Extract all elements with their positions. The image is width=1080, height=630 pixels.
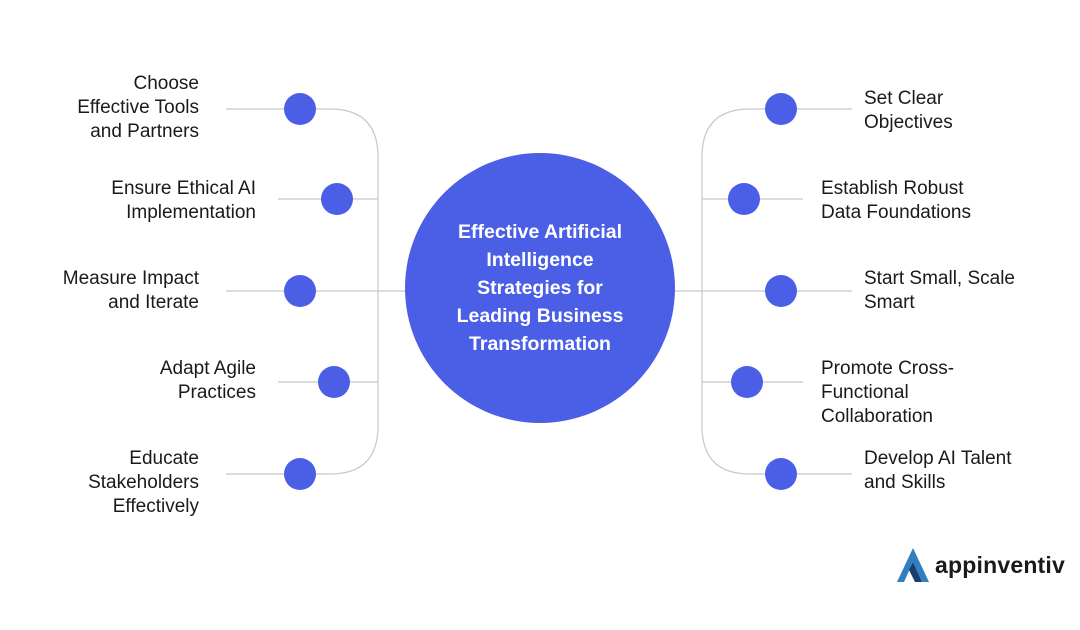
logo-wordmark: appinventiv [935,551,1066,578]
right-node-dot-1 [765,93,797,125]
left-item-label-2: Ensure Ethical AI Implementation [111,177,256,225]
left-item-label-1: Choose Effective Tools and Partners [77,72,199,144]
label-line: Collaboration [821,406,933,427]
right-node-dot-5 [765,458,797,490]
label-line: Promote Cross- [821,358,955,379]
label-line: and Skills [864,472,946,493]
label-line: Establish Robust [821,178,964,199]
left-node-dot-2 [321,183,353,215]
left-node-dot-3 [284,275,316,307]
right-item-label-5: Develop AI Talent and Skills [864,447,1012,495]
right-node-dot-3 [765,275,797,307]
label-line: and Partners [90,121,199,142]
label-line: Practices [177,382,256,403]
appinventiv-logo-mark-icon [897,548,929,582]
right-node-dot-2 [728,183,760,215]
label-line: Start Small, Scale [864,268,1015,289]
center-title-line: Leading Business [456,305,624,327]
label-line: Data Foundations [821,202,971,223]
right-node-dot-4 [731,366,763,398]
left-node-dot-1 [284,93,316,125]
label-line: Stakeholders [88,472,199,493]
center-title: Effective Artificial Intelligence Strate… [435,218,645,358]
label-line: Effectively [112,496,199,517]
center-node: Effective Artificial Intelligence Strate… [405,153,675,423]
right-item-label-3: Start Small, Scale Smart [864,267,1015,315]
right-item-label-1: Set Clear Objectives [864,87,953,135]
left-node-dot-4 [318,366,350,398]
label-line: Adapt Agile [159,358,256,379]
label-line: Functional [821,382,909,403]
appinventiv-logo: appinventiv [895,545,1065,585]
label-line: Choose [133,73,200,94]
label-line: Measure Impact [62,268,199,289]
right-item-label-2: Establish Robust Data Foundations [821,177,971,225]
label-line: Develop AI Talent [864,448,1012,469]
center-title-line: Effective Artificial [458,221,622,243]
label-line: Effective Tools [77,97,199,118]
label-line: Set Clear [864,88,944,109]
label-line: Implementation [126,202,256,223]
left-item-label-3: Measure Impact and Iterate [63,267,199,315]
center-title-line: Transformation [469,333,611,355]
right-item-label-4: Promote Cross- Functional Collaboration [821,357,954,429]
label-line: Educate [129,448,199,469]
center-title-line: Strategies for [477,277,603,299]
label-line: Objectives [864,112,953,133]
left-item-label-4: Adapt Agile Practices [160,357,256,405]
label-line: Ensure Ethical AI [111,178,256,199]
label-line: and Iterate [108,292,199,313]
label-line: Smart [864,292,915,313]
left-node-dot-5 [284,458,316,490]
left-item-label-5: Educate Stakeholders Effectively [88,447,199,519]
center-title-line: Intelligence [486,249,594,271]
